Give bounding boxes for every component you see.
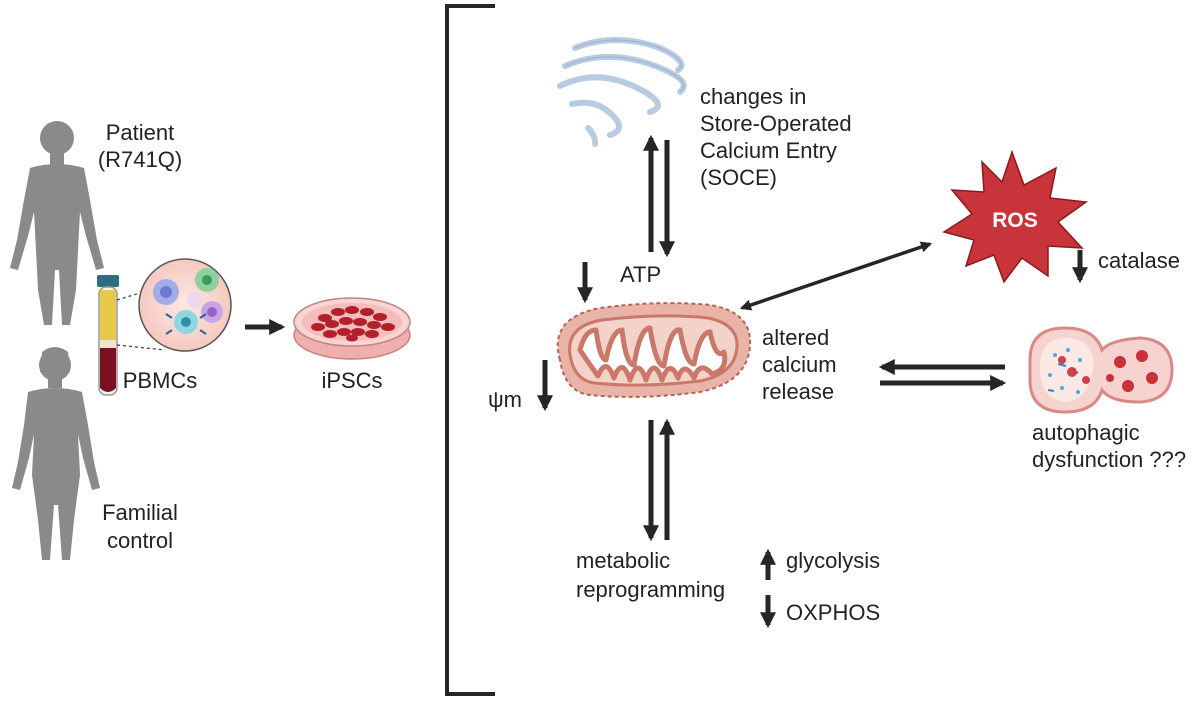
ipsc-label: iPSCs: [321, 368, 382, 393]
petri-dish-icon: [293, 297, 411, 360]
calcium-line2: calcium: [762, 352, 837, 377]
soce-line2: Store-Operated: [700, 111, 852, 136]
pbmc-cells-icon: [138, 258, 232, 352]
patient-figure: [10, 121, 104, 325]
oxphos-label: OXPHOS: [786, 600, 880, 625]
control-label-line2: control: [107, 528, 173, 553]
endoplasmic-reticulum-icon: [557, 37, 687, 147]
zoom-line-bottom: [116, 344, 166, 351]
soce-line3: Calcium Entry: [700, 138, 837, 163]
pbmc-label: PBMCs: [123, 368, 198, 393]
metabolic-line1: metabolic: [576, 548, 670, 573]
autophagosome-icon: [1028, 326, 1174, 414]
blood-tube-icon: [97, 275, 119, 396]
patient-label: Patient: [106, 120, 175, 145]
control-label-line1: Familial: [102, 500, 178, 525]
autophagy-line2: dysfunction ???: [1032, 447, 1186, 472]
ros-burst-icon: [942, 149, 1089, 284]
soce-line4: (SOCE): [700, 165, 777, 190]
soce-line1: changes in: [700, 84, 806, 109]
catalase-label: catalase: [1098, 248, 1180, 273]
bracket: [445, 4, 495, 696]
autophagy-line1: autophagic: [1032, 420, 1140, 445]
psi-m-label: ψm: [488, 387, 522, 412]
glycolysis-label: glycolysis: [786, 548, 880, 573]
atp-label: ATP: [620, 262, 661, 287]
metabolic-line2: reprogramming: [576, 577, 725, 602]
control-figure: [12, 347, 100, 560]
ros-label: ROS: [992, 209, 1038, 232]
calcium-line1: altered: [762, 325, 829, 350]
endoplasmic-reticulum-outline: [564, 39, 685, 93]
mitochondrion-icon: [556, 302, 752, 398]
calcium-line3: release: [762, 379, 834, 404]
patient-variant-label: (R741Q): [98, 147, 182, 172]
mito-ros-double-arrow: [739, 241, 933, 311]
